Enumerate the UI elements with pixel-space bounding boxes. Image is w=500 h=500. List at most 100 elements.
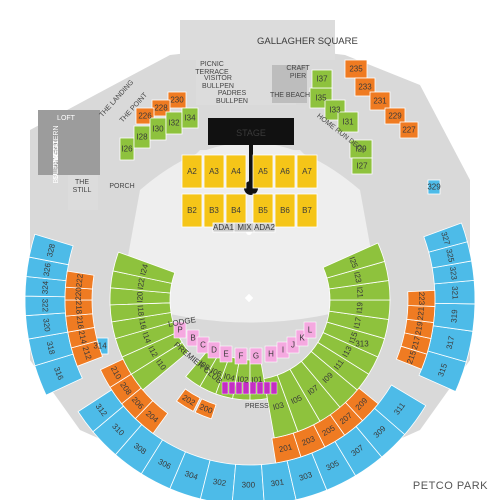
section-229-label: 229 — [388, 112, 402, 121]
section-226-label: 226 — [138, 112, 152, 121]
the-beach-label: THE BEACH — [270, 92, 310, 99]
section-club-G[interactable] — [249, 347, 263, 365]
section-club-L[interactable] — [303, 321, 317, 339]
section-204[interactable] — [134, 400, 169, 435]
section-I31[interactable] — [337, 111, 359, 133]
picnic-terrace-label-2: TERRACE — [195, 69, 229, 76]
section-I11[interactable] — [310, 341, 370, 391]
suite-box-3[interactable] — [242, 381, 250, 395]
suite-box-1[interactable] — [228, 381, 236, 395]
suite-box-0[interactable] — [221, 381, 229, 395]
section-233[interactable] — [354, 77, 376, 97]
section-325[interactable] — [428, 241, 473, 269]
section-I19[interactable] — [328, 299, 391, 320]
section-231[interactable] — [369, 91, 391, 111]
section-floor-B4-label: B4 — [231, 206, 241, 215]
section-311[interactable] — [373, 384, 427, 436]
loft-label: LOFT — [57, 115, 76, 122]
section-I05[interactable] — [276, 368, 321, 433]
western-metal-label-3: BUILDING — [53, 150, 60, 183]
section-314-label: 314 — [93, 342, 107, 351]
section-302[interactable] — [199, 459, 237, 500]
section-club-F[interactable] — [234, 347, 248, 365]
section-club-C-label: C — [200, 341, 206, 350]
padres-bullpen-label-1: PADRES — [218, 90, 247, 97]
suite-box-2[interactable] — [235, 381, 243, 395]
section-I17-label: I17 — [352, 316, 363, 329]
section-229[interactable] — [384, 107, 406, 125]
section-I25[interactable] — [322, 242, 386, 279]
section-floor-A4[interactable] — [225, 154, 247, 189]
suite-box-4[interactable] — [249, 381, 257, 395]
section-floor-B7[interactable] — [296, 193, 318, 228]
section-I06-label: I06 — [209, 366, 223, 379]
section-206[interactable] — [121, 387, 154, 420]
section-I26[interactable] — [119, 137, 135, 161]
section-327[interactable] — [423, 222, 468, 253]
section-329[interactable] — [427, 179, 441, 195]
section-I13[interactable] — [317, 332, 379, 375]
section-floor-B2[interactable] — [181, 193, 203, 228]
section-329-label: 329 — [427, 183, 441, 192]
section-328[interactable] — [28, 233, 74, 266]
the-still-area — [68, 175, 98, 210]
section-floor-A6[interactable] — [274, 154, 296, 189]
section-308[interactable] — [114, 423, 164, 475]
section-306[interactable] — [140, 439, 187, 490]
section-I24[interactable] — [112, 251, 176, 284]
western-metal-label-0: WESTERN — [53, 126, 60, 161]
gallagher-square-label: GALLAGHER SQUARE — [257, 36, 358, 47]
section-club-E[interactable] — [219, 345, 233, 363]
section-214-label: 214 — [77, 330, 89, 346]
section-222[interactable] — [65, 270, 95, 290]
section-I22-label: I22 — [136, 277, 147, 290]
section-club-F-label: F — [239, 352, 244, 361]
section-I07[interactable] — [289, 360, 341, 422]
section-323[interactable] — [431, 260, 475, 285]
section-floor-A6-label: A6 — [280, 167, 290, 176]
section-313-label: 313 — [355, 340, 369, 349]
suite-box-6[interactable] — [263, 381, 271, 395]
section-I23[interactable] — [326, 260, 390, 290]
section-320-label: 320 — [41, 318, 52, 333]
section-club-P[interactable] — [173, 321, 187, 339]
section-I17[interactable] — [326, 310, 390, 340]
section-219[interactable] — [404, 318, 435, 339]
section-226[interactable] — [135, 107, 155, 125]
section-I09[interactable] — [300, 350, 358, 408]
section-floor-A5-label: A5 — [258, 167, 268, 176]
padres-bullpen-label-2: BULLPEN — [216, 98, 248, 105]
section-200[interactable] — [194, 398, 217, 420]
visitor-bullpen-label-1: VISITOR — [204, 75, 232, 82]
section-300[interactable] — [232, 463, 265, 500]
section-club-B-label: B — [190, 334, 195, 343]
section-floor-A2[interactable] — [181, 154, 203, 189]
section-227[interactable] — [399, 121, 419, 139]
porch-label: PORCH — [109, 183, 134, 190]
section-221[interactable] — [406, 305, 436, 323]
suite-box-5[interactable] — [256, 381, 264, 395]
section-floor-A3[interactable] — [203, 154, 225, 189]
section-202[interactable] — [175, 388, 201, 412]
section-302-label: 302 — [212, 477, 227, 488]
section-223[interactable] — [407, 289, 436, 307]
section-I30-label: I30 — [152, 125, 164, 134]
section-floor-ADA2[interactable] — [253, 222, 276, 233]
section-I34[interactable] — [181, 107, 199, 129]
section-I21[interactable] — [328, 280, 391, 301]
pitcher-mound — [244, 293, 254, 303]
section-club-I-label: I — [282, 346, 284, 355]
section-I27[interactable] — [351, 157, 373, 175]
section-215-label: 215 — [405, 349, 418, 365]
section-217[interactable] — [400, 332, 432, 355]
section-floor-B6[interactable] — [274, 193, 296, 228]
suite-box-7[interactable] — [270, 381, 278, 395]
section-304[interactable] — [169, 451, 211, 500]
section-floor-A7[interactable] — [296, 154, 318, 189]
section-I34-label: I34 — [184, 114, 196, 123]
section-floor-A5[interactable] — [252, 154, 274, 189]
section-I37[interactable] — [311, 69, 333, 89]
section-I15[interactable] — [322, 321, 386, 358]
